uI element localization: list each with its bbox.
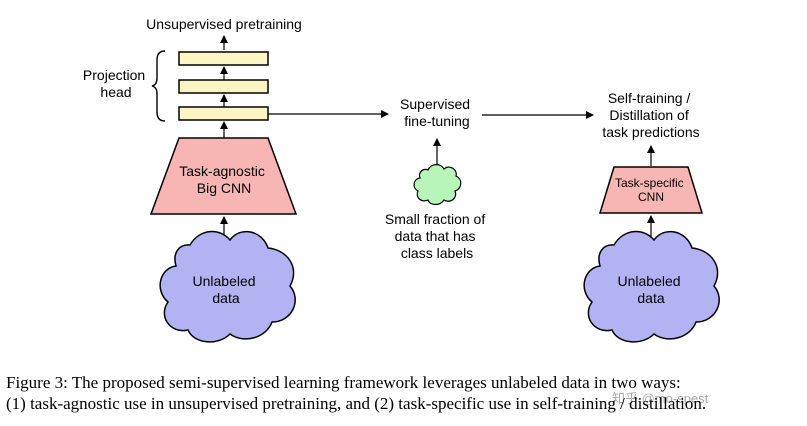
unsupervised-pretraining-label: Unsupervised pretraining xyxy=(146,16,302,32)
unlabeled-data-cloud-left xyxy=(159,230,296,343)
projection-layer-2 xyxy=(178,79,269,94)
small-fraction-label: Small fraction of data that has class la… xyxy=(385,211,489,261)
projection-layer-1 xyxy=(178,51,269,66)
task-specific-cnn-block xyxy=(598,166,704,214)
task-specific-cnn-label: Task-specific CNN xyxy=(615,176,687,204)
big-cnn-block xyxy=(149,137,298,215)
figure-caption: Figure 3: The proposed semi-supervised l… xyxy=(6,372,806,414)
watermark: 知乎 @mo-spest xyxy=(612,391,709,406)
unlabeled-data-label-right: Unlabeled data xyxy=(618,273,685,306)
big-cnn-label: Task-agnostic Big CNN xyxy=(179,163,268,196)
supervised-finetuning-label: Supervised fine-tuning xyxy=(400,96,474,129)
projection-head-label: Projection head xyxy=(83,67,149,100)
labeled-data-cloud xyxy=(413,164,462,206)
projection-head-brace xyxy=(151,50,166,122)
projection-layer-3 xyxy=(178,106,269,121)
unlabeled-data-label-left: Unlabeled data xyxy=(193,273,260,306)
caption-line-2: (1) task-agnostic use in unsupervised pr… xyxy=(6,394,707,413)
unlabeled-data-cloud-right xyxy=(583,230,720,343)
caption-line-1: Figure 3: The proposed semi-supervised l… xyxy=(6,373,681,392)
self-training-label: Self-training / Distillation of task pre… xyxy=(602,90,699,140)
